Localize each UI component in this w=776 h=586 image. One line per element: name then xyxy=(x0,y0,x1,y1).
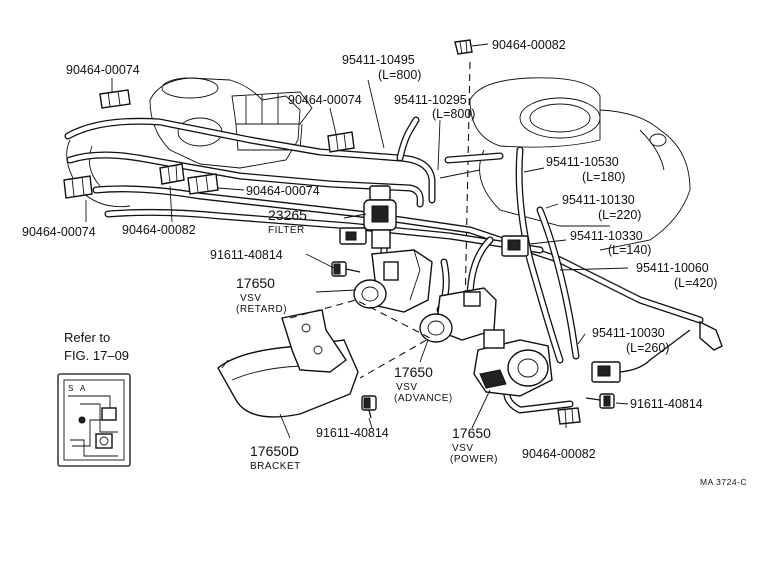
inset-mark-s: S xyxy=(68,384,74,393)
hose-10030-label: 95411-10030 xyxy=(592,326,665,340)
vacuum-switching-valve-icon xyxy=(353,249,553,397)
filter-part-number: 23265 xyxy=(268,207,307,223)
bolt-right-label: 91611-40814 xyxy=(630,397,703,411)
vsv-advance-part-number: 17650 xyxy=(394,364,433,380)
clip-top-left-label: 90464-00074 xyxy=(66,63,140,77)
diagram-code: MA 3724-C xyxy=(700,477,747,487)
hose-10530-label: 95411-10530 xyxy=(546,155,619,169)
inset-mark-a: A xyxy=(80,384,86,393)
bracket-part-number: 17650D xyxy=(250,443,299,459)
hose-10495-label: 95411-10495 xyxy=(342,53,415,67)
vsv-retard-part-number: 17650 xyxy=(236,275,275,291)
hose-10295-label: 95411-10295 xyxy=(394,93,467,107)
clip-left-b-label: 90464-00082 xyxy=(122,223,196,237)
inset-frame xyxy=(57,373,131,467)
vsv-advance-name: (ADVANCE) xyxy=(394,393,453,404)
bolt-icon xyxy=(331,261,615,419)
vsv-power-part-number: 17650 xyxy=(452,425,491,441)
leader-lines xyxy=(85,43,629,439)
vsv-retard-name: (RETARD) xyxy=(236,304,287,315)
refer-to-text: Refer to xyxy=(64,330,110,345)
vsv-power-vsv: VSV xyxy=(452,443,474,454)
hose-10495-length: (L=800) xyxy=(378,68,421,82)
hose-10330-label: 95411-10330 xyxy=(570,229,643,243)
hose-clip-icon xyxy=(63,39,581,425)
reference-inset: S A xyxy=(57,373,131,467)
hose-10060-label: 95411-10060 xyxy=(636,261,709,275)
clip-top-right-label: 90464-00082 xyxy=(492,38,566,52)
clip-bottom-label: 90464-00082 xyxy=(522,447,596,461)
part-labels: 90464-00082 90464-00074 95411-10495 (L=8… xyxy=(22,38,747,487)
vsv-advance-vsv: VSV xyxy=(396,382,418,393)
clip-distributor-label: 90464-00074 xyxy=(288,93,362,107)
refer-fig-text: FIG. 17–09 xyxy=(64,348,129,363)
vsv-power-name: (POWER) xyxy=(450,454,498,465)
clip-left-a-label: 90464-00074 xyxy=(22,225,96,239)
filter-name: FILTER xyxy=(268,225,305,236)
hose-10295-length: (L=800) xyxy=(432,107,475,121)
engine-outline xyxy=(66,61,691,311)
bracket-icon xyxy=(217,309,359,418)
bolt-left-label: 91611-40814 xyxy=(210,248,283,262)
vsv-retard-vsv: VSV xyxy=(240,293,262,304)
mounting-guide-line xyxy=(289,299,432,379)
electrical-connector-icon xyxy=(339,227,723,383)
hose-10030-length: (L=260) xyxy=(626,341,669,355)
clip-mid-left-label: 90464-00074 xyxy=(246,184,320,198)
hose-10530-length: (L=180) xyxy=(582,170,625,184)
hose-10330-length: (L=140) xyxy=(608,243,651,257)
filter-icon xyxy=(363,185,397,249)
hose-10130-label: 95411-10130 xyxy=(562,193,635,207)
hose-10060-length: (L=420) xyxy=(674,276,717,290)
hose-10130-length: (L=220) xyxy=(598,208,641,222)
bracket-name: BRACKET xyxy=(250,461,301,472)
bolt-bottom-label: 91611-40814 xyxy=(316,426,389,440)
